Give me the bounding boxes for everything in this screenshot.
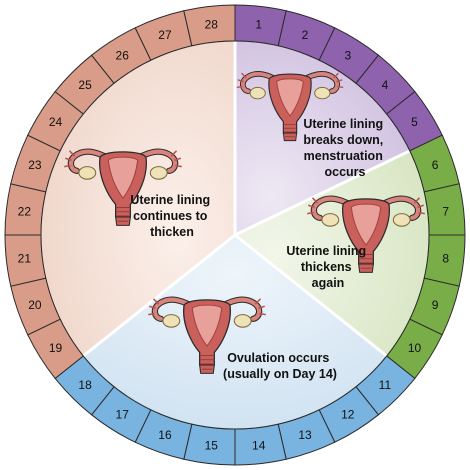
day-label-25: 25 [78, 78, 92, 92]
phase-label-ovulation: Ovulation occurs (usually on Day 14) [223, 351, 337, 381]
phase-label-thickens-again: Uterine lining thickens again [286, 244, 369, 290]
day-label-2: 2 [302, 28, 309, 42]
day-label-14: 14 [252, 439, 266, 453]
phase-label-menstruation: Uterine lining breaks down, menstruation… [303, 117, 386, 179]
day-label-10: 10 [408, 341, 422, 355]
day-label-16: 16 [158, 428, 172, 442]
divider-line-3 [234, 233, 388, 358]
day-label-12: 12 [341, 408, 355, 422]
day-label-22: 22 [18, 204, 32, 218]
day-label-17: 17 [116, 408, 130, 422]
sector-ovulation [83, 235, 387, 429]
day-label-6: 6 [432, 158, 439, 172]
phase-label-continues-thicken: Uterine lining continues to thicken [130, 193, 213, 239]
day-label-15: 15 [205, 439, 219, 453]
day-label-27: 27 [158, 28, 172, 42]
day-label-8: 8 [442, 252, 449, 266]
divider-lines [40, 40, 430, 430]
day-label-24: 24 [49, 115, 63, 129]
divider-line-4 [82, 233, 236, 358]
day-label-19: 19 [49, 341, 63, 355]
day-label-28: 28 [205, 17, 219, 31]
day-label-26: 26 [116, 48, 130, 62]
day-label-1: 1 [255, 17, 262, 31]
day-ring: 1234567891011121314151617181920212223242… [4, 4, 466, 466]
divider-line-2 [234, 149, 411, 237]
day-label-20: 20 [28, 298, 42, 312]
day-label-9: 9 [432, 298, 439, 312]
day-label-5: 5 [411, 115, 418, 129]
sector-continues-thicken [41, 41, 236, 356]
day-label-4: 4 [382, 78, 389, 92]
day-label-7: 7 [442, 204, 449, 218]
day-label-11: 11 [379, 378, 392, 392]
day-label-3: 3 [344, 48, 351, 62]
day-label-21: 21 [18, 252, 32, 266]
inner-ring-outline [40, 40, 430, 430]
day-label-18: 18 [78, 378, 92, 392]
day-label-23: 23 [28, 158, 42, 172]
day-label-13: 13 [298, 428, 312, 442]
